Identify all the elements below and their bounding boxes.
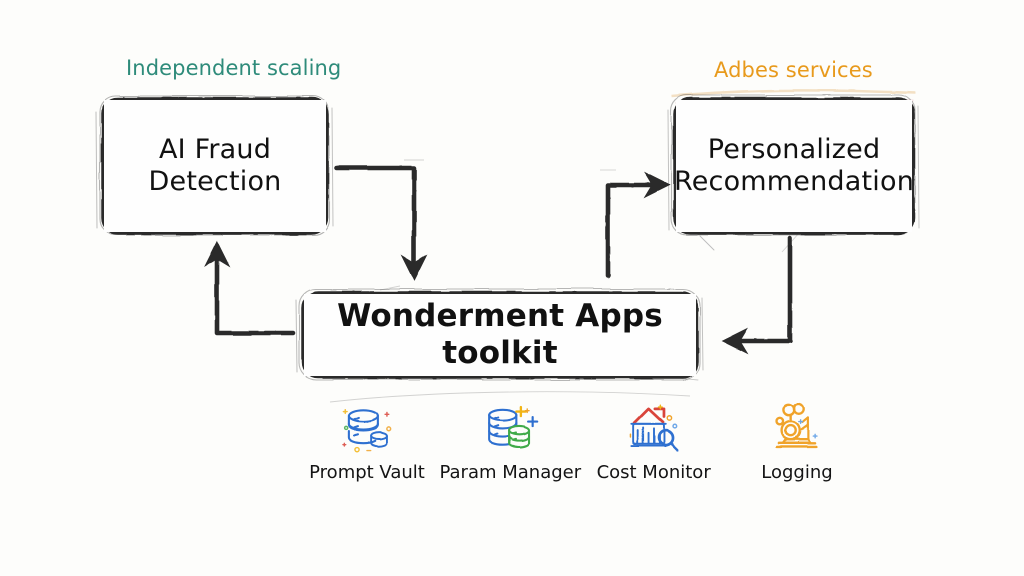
service-label-prompt-vault: Prompt Vault [309,462,425,483]
service-icon-row: Prompt Vault [296,398,868,498]
service-item-prompt-vault[interactable]: Prompt Vault [296,398,438,483]
service-item-cost-monitor[interactable]: Cost Monitor [583,398,725,483]
service-label-param-manager: Param Manager [439,462,582,483]
group-label-adbes-services: Adbes services [714,58,873,82]
node-recommendation-line-1: Personalized [707,134,881,166]
node-fraud-text: AI Fraud Detection [149,134,282,198]
node-personalized-recommendation[interactable]: Personalized Recommendation [674,100,914,232]
node-recommendation-text: Personalized Recommendation [674,134,914,198]
node-recommendation-line-2: Recommendation [673,166,915,197]
database-stack-icon [342,409,392,453]
construction-strokes [329,159,801,403]
arrow-fraud-to-toolkit [334,165,428,282]
node-ai-fraud-detection[interactable]: AI Fraud Detection [104,100,326,232]
arrow-toolkit-to-fraud [203,240,296,336]
service-label-cost-monitor: Cost Monitor [596,462,711,483]
log-stamp-icon [775,402,819,449]
node-wonderment-apps-toolkit[interactable]: Wonderment Apps toolkit [304,294,696,376]
bar-chart-magnifier-icon [629,404,679,452]
service-item-logging[interactable]: Logging [726,398,868,483]
arrow-toolkit-to-recommendation [605,171,671,279]
service-item-param-manager[interactable]: Param Manager [439,398,581,483]
node-toolkit-label: Wonderment Apps toolkit [337,298,663,371]
dual-database-icon [488,405,539,449]
arrow-recommendation-to-toolkit [721,235,793,355]
node-fraud-line-2: Detection [148,166,282,197]
service-label-logging: Logging [761,462,833,483]
node-fraud-line-1: AI Fraud [158,134,272,166]
group-label-independent-scaling: Independent scaling [126,56,342,80]
